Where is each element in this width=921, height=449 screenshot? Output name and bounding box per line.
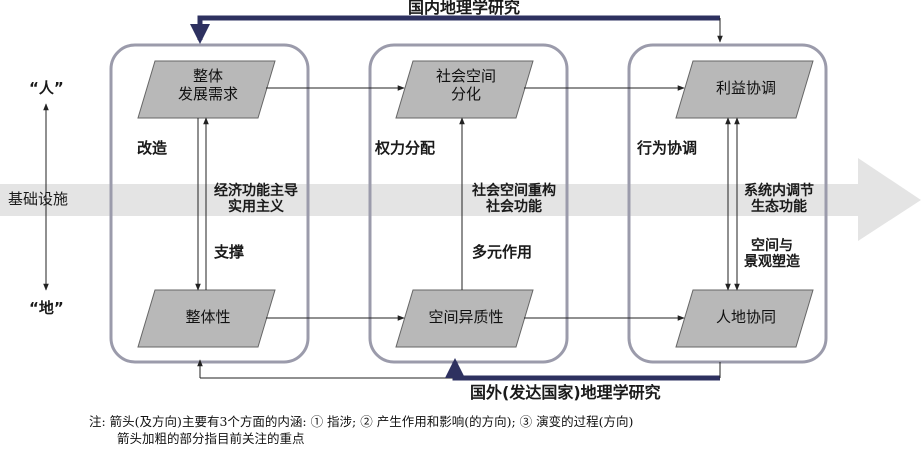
- node-interest-shape: [675, 60, 814, 119]
- edge-behavior: 行为协调: [637, 139, 698, 157]
- node-social-shape: [395, 60, 534, 119]
- node-heterogeneity: 空间异质性: [428, 308, 504, 326]
- edge-economic: 经济功能主导 实用主义: [214, 183, 298, 215]
- node-heterogeneity-shape: [395, 289, 534, 348]
- node-wholeness-shape: [137, 289, 276, 348]
- footnote-line1: 注: 箭头(及方向)主要有3个方面的内涵: ① 指涉; ② 产生作用和影响(的方…: [89, 414, 634, 429]
- edge-power: 权力分配: [375, 139, 436, 157]
- edge-landscape-line2: 景观塑造: [744, 254, 800, 271]
- edge-support: 支撑: [214, 243, 245, 261]
- node-social-line2: 分化: [450, 85, 481, 103]
- node-demand: 整体 发展需求: [148, 67, 268, 103]
- arrow-foreign-bold: [445, 358, 720, 381]
- footnote-line2: 箭头加粗的部分指目前关注的重点: [117, 430, 305, 446]
- node-human-land: 人地协同: [715, 308, 776, 326]
- edge-multiple: 多元作用: [472, 243, 533, 261]
- edge-restructure-line2: 社会功能: [486, 199, 542, 216]
- infrastructure-label: 基础设施: [8, 190, 69, 208]
- arrow-domestic-bold: [190, 15, 720, 44]
- node-social: 社会空间 分化: [406, 67, 526, 103]
- node-demand-line1: 整体: [192, 67, 223, 85]
- edge-landscape: 空间与 景观塑造: [744, 238, 800, 270]
- node-interest: 利益协调: [715, 79, 776, 97]
- domestic-research-label: 国内地理学研究: [408, 0, 521, 17]
- ren-label: “人”: [29, 79, 64, 97]
- panel-right: [627, 43, 828, 364]
- edge-landscape-line1: 空间与: [751, 238, 793, 254]
- edge-economic-line2: 实用主义: [228, 199, 284, 216]
- edge-transform: 改造: [137, 139, 168, 157]
- edge-system: 系统内调节 生态功能: [744, 183, 814, 215]
- foreign-research-label: 国外(发达国家)地理学研究: [470, 383, 661, 402]
- edge-restructure-line1: 社会空间重构: [472, 183, 556, 199]
- edge-system-line1: 系统内调节: [744, 183, 814, 199]
- footnote: 注: 箭头(及方向)主要有3个方面的内涵: ① 指涉; ② 产生作用和影响(的方…: [89, 414, 633, 448]
- edge-economic-line1: 经济功能主导: [214, 183, 298, 199]
- panel-middle: [368, 43, 569, 364]
- node-wholeness: 整体性: [185, 308, 231, 326]
- infrastructure-big-arrow: [0, 158, 921, 241]
- node-demand-line2: 发展需求: [177, 85, 238, 103]
- edge-system-line2: 生态功能: [751, 199, 807, 216]
- node-human-land-shape: [675, 289, 814, 348]
- node-demand-shape: [137, 60, 276, 119]
- di-label: “地”: [29, 299, 64, 317]
- node-social-line1: 社会空间: [435, 67, 496, 85]
- edge-restructure: 社会空间重构 社会功能: [472, 183, 556, 215]
- panel-left: [109, 43, 310, 364]
